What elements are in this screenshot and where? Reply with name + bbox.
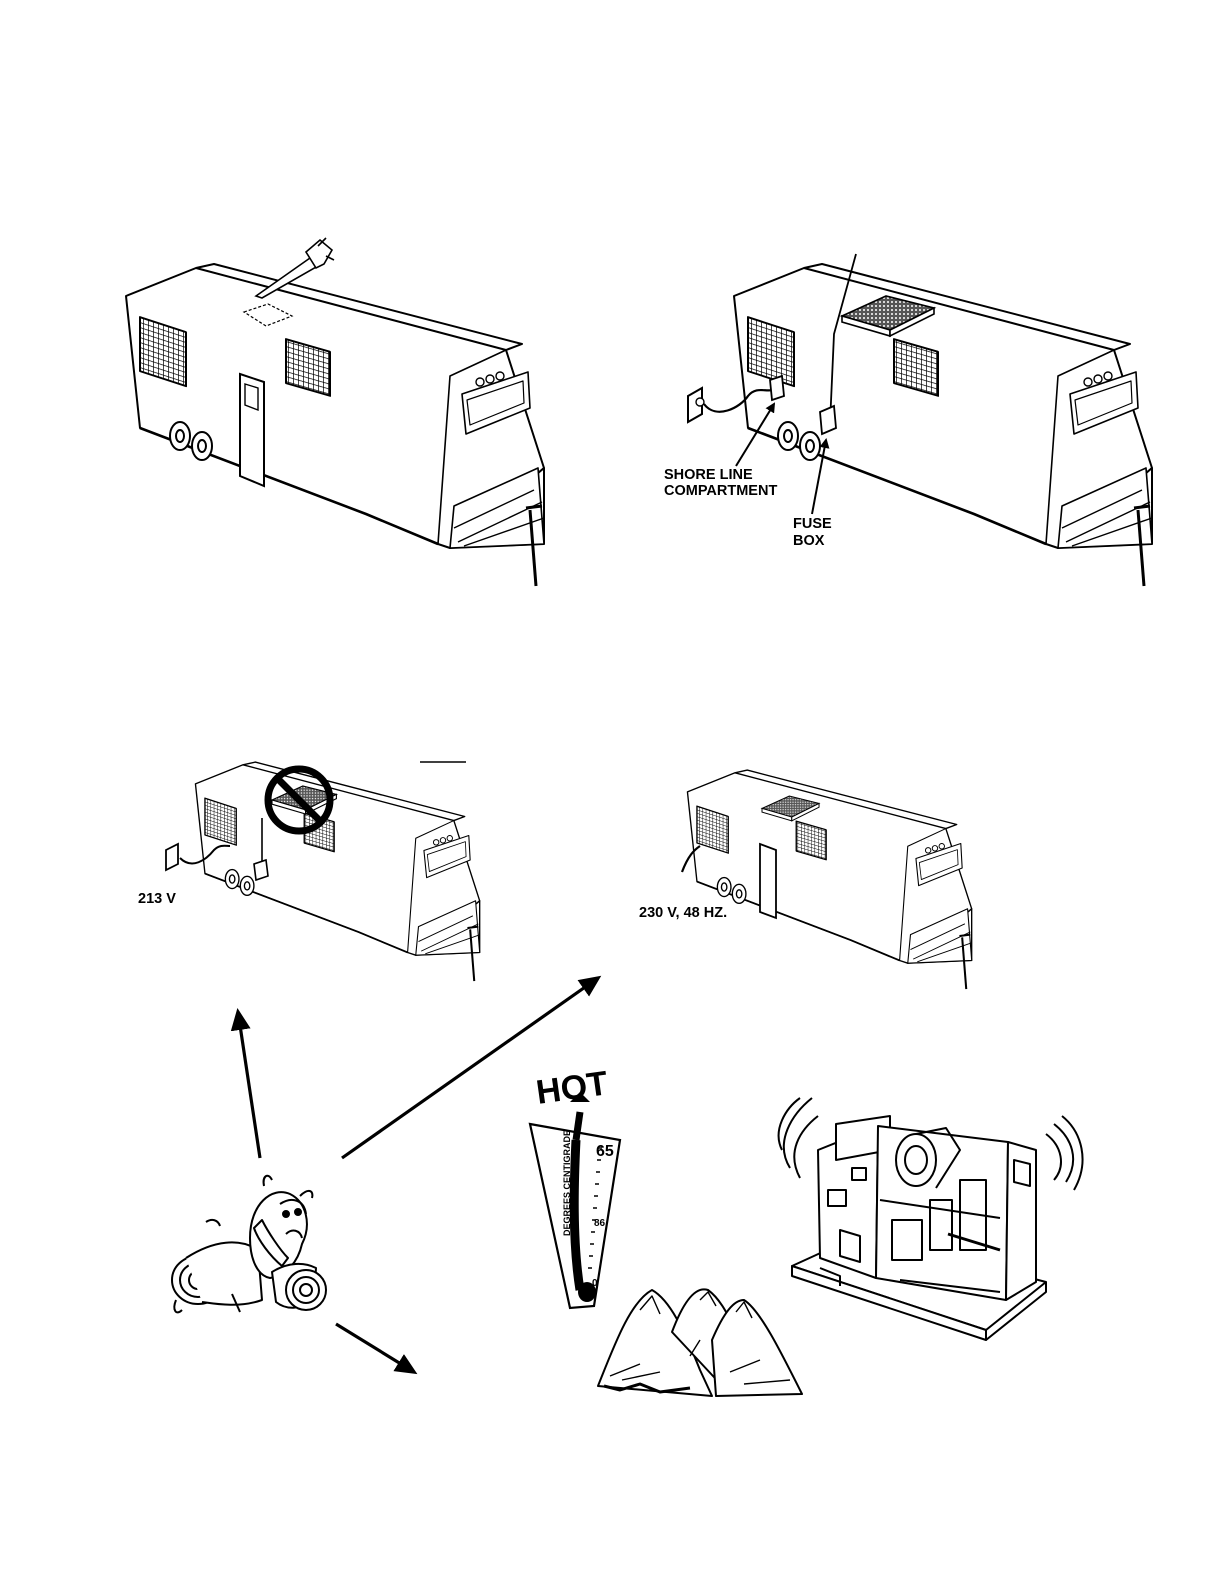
trailer-illustration bbox=[126, 264, 544, 586]
thermometer-label-65: 65 bbox=[596, 1143, 614, 1160]
thermometer-scale-label: DEGREES CENTIGRADE bbox=[562, 1130, 572, 1236]
thermometer-label-86: 86 bbox=[594, 1218, 606, 1229]
trailer-shoreline-panel: SHORE LINE COMPARTMENT FUSE BOX bbox=[664, 254, 1152, 586]
trailer-illustration bbox=[195, 762, 479, 981]
thermometer-illustration: 65 86 0 DEGREES CENTIGRADE HOT bbox=[530, 1064, 620, 1308]
worried-man-illustration bbox=[172, 1176, 326, 1313]
fuse-box-label-1: FUSE bbox=[793, 516, 832, 532]
shore-line-label-2: COMPARTMENT bbox=[664, 483, 777, 499]
mountains-illustration bbox=[598, 1289, 802, 1396]
voltage-frequency-label: 230 V, 48 HZ. bbox=[639, 905, 727, 921]
voltage-label: 213 V bbox=[138, 891, 176, 907]
arrow-down-right-icon bbox=[336, 1324, 414, 1372]
arrow-up-icon bbox=[238, 1012, 260, 1158]
trailer-frequency-panel: 230 V, 48 HZ. bbox=[639, 770, 972, 989]
generator-illustration bbox=[779, 1098, 1083, 1340]
shore-line-compartment-box bbox=[770, 376, 784, 400]
thermometer-label-0: 0 bbox=[592, 1278, 598, 1289]
trailer-low-voltage-panel: 213 V bbox=[138, 762, 480, 981]
fuse-box bbox=[820, 406, 836, 434]
trailer-illustration bbox=[687, 770, 971, 989]
hot-label: HOT bbox=[534, 1064, 611, 1112]
fuse-box-label-2: BOX bbox=[793, 533, 825, 549]
shore-line-label-1: SHORE LINE bbox=[664, 467, 753, 483]
temperature-column bbox=[576, 1112, 580, 1140]
wall-outlet-icon bbox=[166, 844, 178, 870]
saw-icon bbox=[256, 238, 334, 298]
trailer-saw-panel bbox=[126, 238, 544, 586]
